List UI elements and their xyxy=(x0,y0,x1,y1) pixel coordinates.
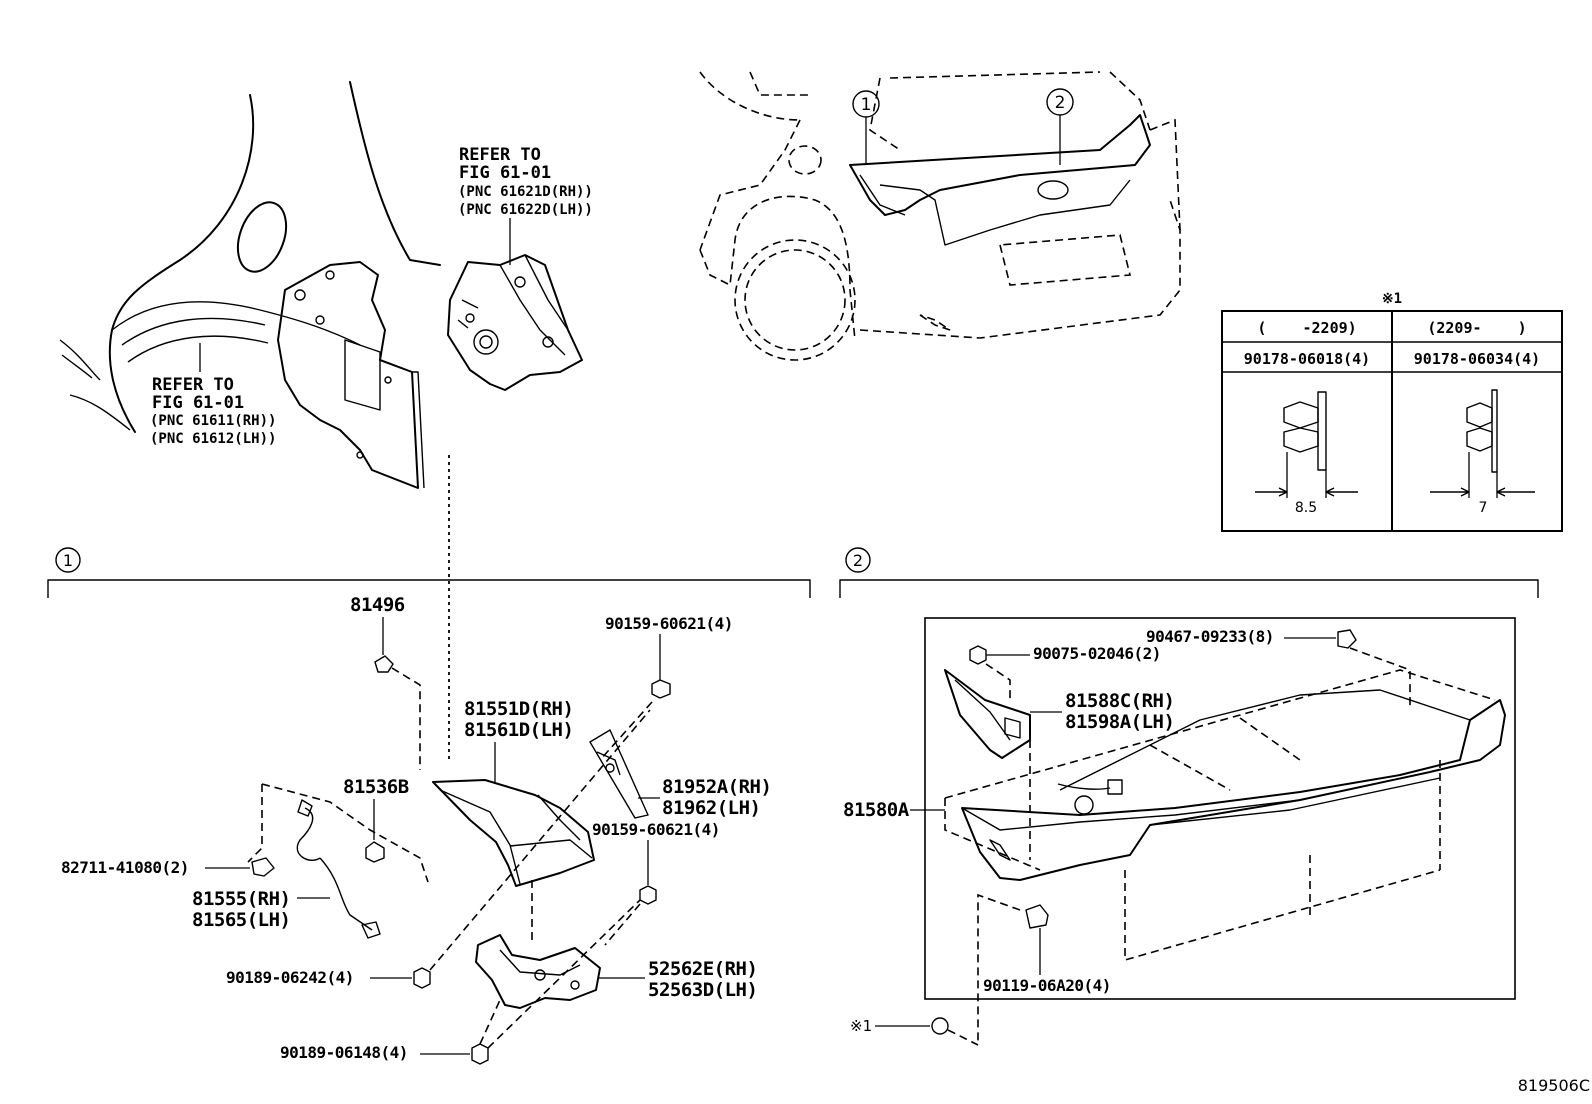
ref-mid-line4: (PNC 61622D(LH)) xyxy=(458,202,593,218)
label-81561D: 81561D(LH) xyxy=(464,719,573,741)
screw-90075-icon xyxy=(969,645,987,665)
ref-left-line4: (PNC 61612(LH)) xyxy=(150,431,276,447)
label-52563D: 52563D(LH) xyxy=(648,979,757,1001)
group-2-callout: 2 xyxy=(853,551,863,570)
label-81588C: 81588C(RH) xyxy=(1065,690,1174,712)
nut-note-1-icon xyxy=(931,1017,949,1035)
label-90467: 90467-09233(8) xyxy=(1146,627,1274,646)
note-1-fastener: ※1 xyxy=(850,1017,979,1046)
label-81536B: 81536B xyxy=(343,776,409,798)
label-81580A: 81580A xyxy=(843,799,910,821)
bracket-81952-icon xyxy=(589,729,649,819)
table-col2-header: (2209- ) xyxy=(1427,319,1526,337)
group-1-callout: 1 xyxy=(63,551,73,570)
vehicle-callout-1-text: 1 xyxy=(861,95,872,115)
clip-82711-icon xyxy=(251,857,275,877)
part-81496: 81496 xyxy=(350,594,421,770)
table-col1-part: 90178-06018(4) xyxy=(1244,350,1370,368)
label-81496: 81496 xyxy=(350,594,405,616)
vehicle-callout-2-text: 2 xyxy=(1055,93,1066,113)
ref-mid-line3: (PNC 61621D(RH)) xyxy=(458,184,593,200)
label-90159-top: 90159-60621(4) xyxy=(605,614,733,633)
nut-large-flange-icon: 8.5 xyxy=(1255,391,1358,516)
part-81536B: 81536B xyxy=(247,776,429,883)
label-81962: 81962(LH) xyxy=(662,797,760,819)
label-90119: 90119-06A20(4) xyxy=(983,976,1111,995)
tail-lamp-icon xyxy=(432,779,595,887)
label-81952A: 81952A(RH) xyxy=(662,776,771,798)
label-note-1: ※1 xyxy=(850,1017,872,1035)
refer-to-label-left: REFER TO FIG 61-01 (PNC 61611(RH)) (PNC … xyxy=(150,375,276,447)
nut-small-flange-icon: 7 xyxy=(1430,389,1535,516)
lamp-housing-illustration xyxy=(447,254,583,391)
vehicle-rear-illustration xyxy=(699,71,1181,361)
figure-id: 819506C xyxy=(1518,1076,1590,1095)
fastener-note-table: ※1 ( -2209) (2209- ) 90178-06018(4) 9017… xyxy=(1221,291,1563,532)
part-81952A-bracket: 81952A(RH) 81962(LH) xyxy=(589,729,772,819)
vehicle-callout-2: 2 xyxy=(1046,88,1074,165)
table-col2-part: 90178-06034(4) xyxy=(1414,350,1540,368)
group-2-frame xyxy=(924,617,1516,1000)
part-90467-09233: 90467-09233(8) xyxy=(1146,627,1411,710)
label-81565: 81565(LH) xyxy=(192,909,290,931)
label-81555: 81555(RH) xyxy=(192,888,290,910)
part-90119-06A20: 90119-06A20(4) xyxy=(977,893,1111,1045)
ref-left-line3: (PNC 61611(RH)) xyxy=(150,413,276,429)
clip-90119-icon xyxy=(1025,904,1049,929)
part-wire-harness: 81555(RH) 81565(LH) xyxy=(192,799,381,939)
label-90189-06242: 90189-06242(4) xyxy=(226,968,354,987)
ref-mid-line2: FIG 61-01 xyxy=(459,163,551,183)
ref-left-line2: FIG 61-01 xyxy=(152,393,244,413)
label-90159-lower: 90159-60621(4) xyxy=(592,820,720,839)
part-90189-06242: 90189-06242(4) xyxy=(226,709,651,989)
ref-left-line1: REFER TO xyxy=(152,375,234,395)
table-col1-dim: 8.5 xyxy=(1295,500,1317,516)
table-col1-header: ( -2209) xyxy=(1257,319,1356,337)
grommet-81536B-icon xyxy=(365,841,385,863)
garnish-harness-icon xyxy=(1057,779,1123,815)
label-81551D: 81551D(RH) xyxy=(464,698,573,720)
part-81588C-lamp: 81588C(RH) 81598A(LH) xyxy=(944,669,1175,860)
ref-mid-line1: REFER TO xyxy=(459,145,541,165)
group-1-header: 1 xyxy=(47,547,811,598)
nut-90189-06242-icon xyxy=(413,967,431,989)
label-81598A: 81598A(LH) xyxy=(1065,711,1174,733)
screw-90159-top-icon xyxy=(651,679,671,699)
table-note-mark: ※1 xyxy=(1382,291,1402,307)
part-82711-41080: 82711-41080(2) xyxy=(61,857,275,877)
part-52562E-bracket: 52562E(RH) 52563D(LH) xyxy=(475,880,758,1009)
label-52562E: 52562E(RH) xyxy=(648,958,757,980)
back-door-garnish-icon xyxy=(961,689,1506,881)
label-90075: 90075-02046(2) xyxy=(1033,644,1161,663)
part-90159-60621-lower: 90159-60621(4) xyxy=(592,820,720,946)
part-90159-60621-top: 90159-60621(4) xyxy=(599,614,733,761)
bracket-52562-icon xyxy=(475,934,601,1009)
wire-harness-icon xyxy=(296,799,381,939)
license-lamp-icon xyxy=(944,669,1031,759)
clip-81496-icon xyxy=(374,655,394,673)
table-col2-dim: 7 xyxy=(1479,500,1488,516)
nut-90189-06148-icon xyxy=(471,1043,489,1065)
part-81580A-garnish: 81580A xyxy=(843,669,1506,962)
screw-90159-lower-icon xyxy=(639,885,657,905)
vehicle-callout-1: 1 xyxy=(852,90,880,165)
quarter-panel-illustration xyxy=(59,81,441,489)
part-90075-02046: 90075-02046(2) xyxy=(969,644,1161,700)
label-82711: 82711-41080(2) xyxy=(61,858,189,877)
label-90189-06148: 90189-06148(4) xyxy=(280,1043,408,1062)
part-tail-lamp: 81551D(RH) 81561D(LH) xyxy=(432,698,595,887)
refer-to-label-mid: REFER TO FIG 61-01 (PNC 61621D(RH)) (PNC… xyxy=(458,145,593,218)
clip-90467-icon xyxy=(1337,629,1357,649)
group-2-header: 2 xyxy=(839,547,1539,598)
part-90189-06148: 90189-06148(4) xyxy=(280,899,641,1065)
